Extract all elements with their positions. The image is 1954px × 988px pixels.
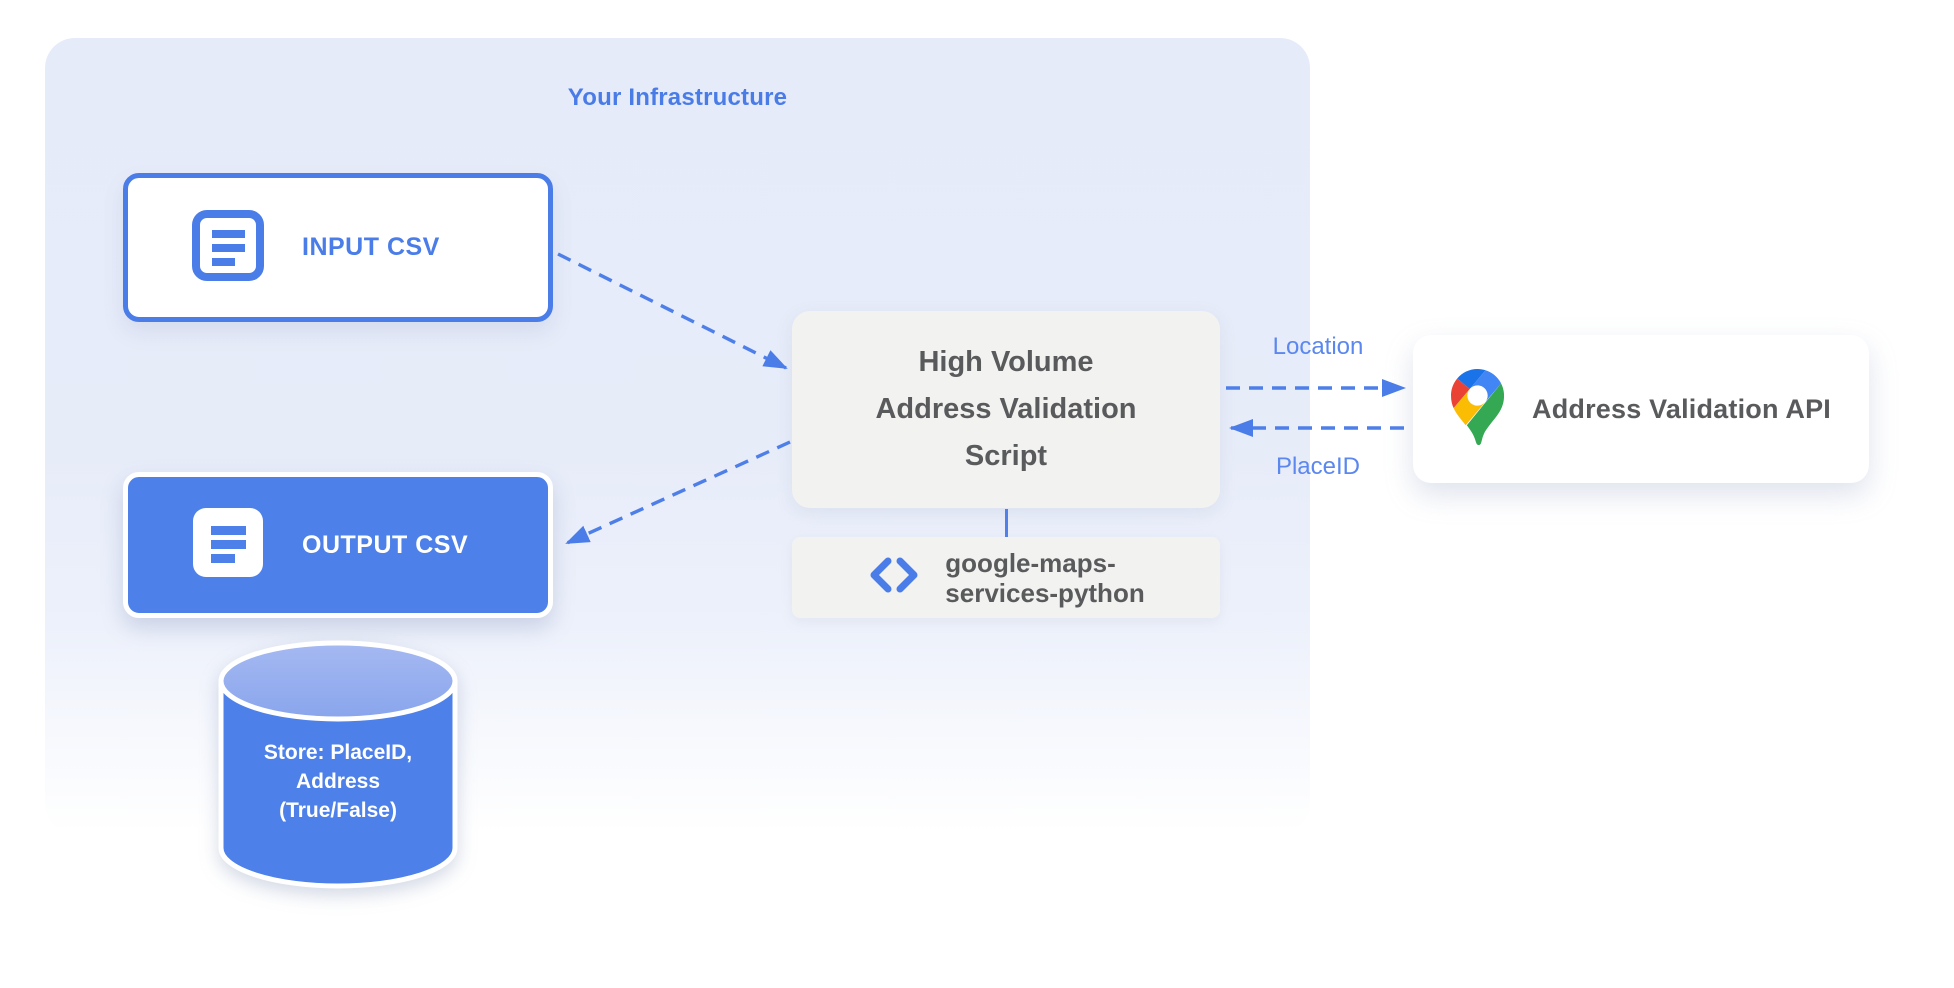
datastore-label-line: (True/False) bbox=[279, 799, 397, 822]
output-csv-label: OUTPUT CSV bbox=[302, 530, 469, 559]
library-label: google-maps- services-python bbox=[945, 548, 1144, 608]
library-label-line: services-python bbox=[945, 577, 1145, 608]
output-csv-node: OUTPUT CSV bbox=[123, 472, 553, 618]
address-validation-api-node: Address Validation API bbox=[1413, 335, 1869, 483]
validation-script-node: High Volume Address Validation Script bbox=[792, 311, 1220, 508]
datastore-label: Store: PlaceID, Address (True/False) bbox=[217, 738, 459, 825]
input-csv-node: INPUT CSV bbox=[123, 173, 553, 322]
input-csv-label: INPUT CSV bbox=[302, 233, 440, 261]
edge-label-location: Location bbox=[1272, 333, 1364, 360]
library-label-line: google-maps- bbox=[945, 547, 1116, 578]
your-infrastructure-title: Your Infrastructure bbox=[567, 84, 788, 111]
api-label: Address Validation API bbox=[1532, 393, 1831, 424]
script-title-line: Address Validation bbox=[875, 393, 1137, 425]
document-icon bbox=[192, 507, 264, 583]
script-library-connector-line bbox=[1005, 509, 1008, 537]
script-title-line: High Volume bbox=[918, 346, 1094, 378]
datastore-label-line: Store: PlaceID, bbox=[263, 741, 413, 764]
google-maps-pin-icon bbox=[1451, 368, 1505, 450]
python-library-node: google-maps- services-python bbox=[792, 537, 1220, 618]
edge-label-placeid: PlaceID bbox=[1275, 453, 1361, 480]
database-cylinder-icon bbox=[217, 640, 459, 894]
document-icon bbox=[192, 209, 264, 286]
script-title-line: Script bbox=[964, 440, 1048, 472]
datastore-label-line: Address bbox=[295, 770, 381, 793]
code-icon bbox=[867, 554, 921, 601]
